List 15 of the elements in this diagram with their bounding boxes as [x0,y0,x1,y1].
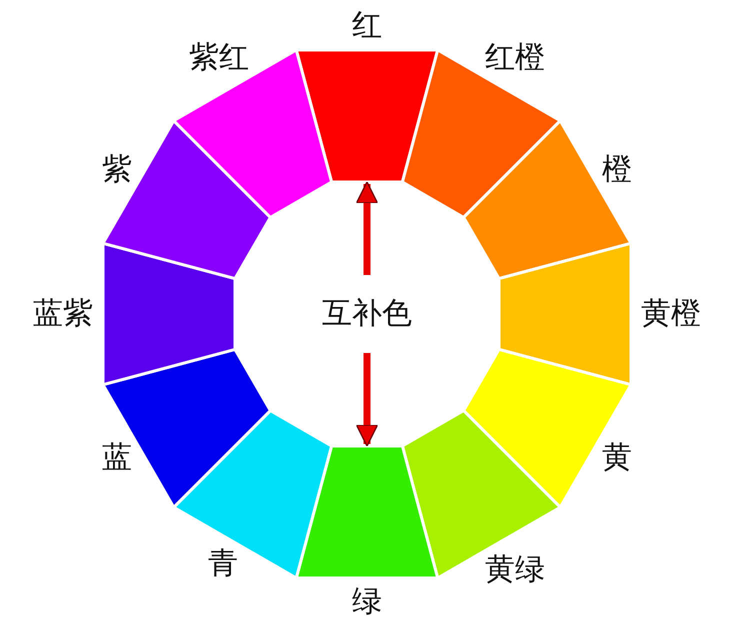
center-label: 互补色 [322,297,412,331]
arrow [356,181,378,275]
color-name: 黄橙 [641,297,701,331]
color-name: 绿 [352,585,382,619]
color-name: 蓝 [102,441,132,476]
color-name: 蓝紫 [33,297,93,331]
color-name: 紫 [102,152,132,187]
color-name: 青 [208,546,238,581]
color-name: 紫红 [189,40,249,75]
color-name: 橙 [602,152,632,187]
color-name: 黄 [602,441,632,476]
color-name: 红橙 [485,40,545,75]
color-name: 红 [352,9,382,43]
arrow [356,353,378,447]
color-name: 黄绿 [485,553,545,588]
